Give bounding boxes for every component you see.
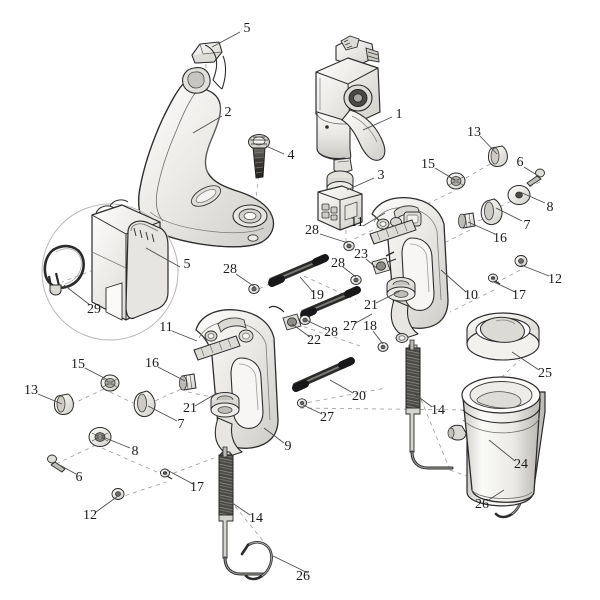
part-13-sleeve-2: [54, 393, 74, 415]
callout-20[interactable]: 20: [352, 389, 366, 404]
part-3-valve-block: [317, 170, 363, 231]
callout-15-top[interactable]: 15: [421, 157, 435, 172]
part-12-nut-small-2: [111, 488, 125, 500]
callout-16-bottom[interactable]: 16: [145, 356, 159, 371]
callout-1[interactable]: 1: [395, 107, 403, 122]
callout-28-d[interactable]: 28: [324, 325, 338, 340]
callout-7-bottom[interactable]: 7: [177, 417, 185, 432]
callout-23[interactable]: 23: [354, 247, 368, 262]
callout-17-bottom[interactable]: 17: [190, 480, 204, 495]
part-7-bushing-2: [133, 390, 156, 418]
callout-17-top[interactable]: 17: [512, 288, 526, 303]
callout-6-top[interactable]: 6: [516, 155, 524, 170]
callout-29[interactable]: 29: [87, 302, 101, 317]
callout-6-bottom[interactable]: 6: [75, 470, 83, 485]
callout-26-right[interactable]: 26: [475, 497, 489, 512]
callout-26-left[interactable]: 26: [296, 569, 310, 584]
part-22-clip-connector: [268, 305, 302, 331]
callout-13-bottom[interactable]: 13: [24, 383, 38, 398]
part-8-washer-disc: [507, 185, 531, 205]
callout-14-right[interactable]: 14: [431, 403, 445, 418]
part-5-cover-cap-top: [191, 41, 223, 64]
callout-8-top[interactable]: 8: [546, 200, 554, 215]
callout-21-left[interactable]: 21: [183, 401, 197, 416]
part-1-control-head-assembly: [315, 35, 386, 175]
part-4-knurled-screw: [248, 134, 270, 179]
callout-25[interactable]: 25: [538, 366, 552, 381]
callout-12-top[interactable]: 12: [548, 272, 562, 287]
part-15-grommet-2: [100, 374, 120, 392]
hardware-bottom-left: [47, 373, 197, 500]
callout-12-bottom[interactable]: 12: [83, 508, 97, 523]
callout-27-b[interactable]: 27: [320, 410, 334, 425]
part-7-bushing: [480, 198, 503, 226]
part-19-pin-shaft: [268, 254, 329, 287]
part-10-housing-right: [369, 196, 449, 343]
part-26-retainer-clip-left: [240, 540, 273, 581]
callout-3[interactable]: 3: [377, 168, 385, 183]
part-25-collar-ring: [466, 312, 540, 361]
callout-8-bottom[interactable]: 8: [131, 444, 139, 459]
callout-11-top[interactable]: 11: [350, 215, 364, 230]
callout-5-detail[interactable]: 5: [183, 257, 191, 272]
callout-4[interactable]: 4: [287, 148, 295, 163]
part-18-pin-shaft: [300, 286, 361, 319]
part-5-cover-cap-detail: [91, 199, 169, 321]
part-29-strap-cable: [43, 244, 85, 296]
part-28-washer-group: [248, 240, 389, 408]
callout-18[interactable]: 18: [363, 319, 377, 334]
part-13-sleeve: [488, 145, 508, 167]
part-14-coil-spring-rod-left: [218, 446, 266, 576]
callout-9[interactable]: 9: [284, 439, 292, 454]
callout-11-left[interactable]: 11: [159, 320, 173, 335]
callout-24[interactable]: 24: [514, 457, 528, 472]
part-20-pin-shaft: [292, 357, 355, 392]
part-6-pin: [526, 168, 545, 187]
part-14-coil-spring-rod-right: [405, 339, 454, 470]
callout-28-a[interactable]: 28: [305, 223, 319, 238]
callout-5-top[interactable]: 5: [243, 21, 251, 36]
part-17-small-screw: [487, 273, 501, 285]
part-16-spacer: [457, 212, 476, 229]
callout-19[interactable]: 19: [310, 288, 324, 303]
hardware-top-right: [446, 145, 545, 285]
part-16-spacer-2: [178, 373, 197, 391]
part-6-pin-2: [47, 454, 66, 473]
part-9-housing-left: [193, 309, 279, 461]
part-17-small-screw-2: [159, 468, 173, 480]
part-12-nut-small: [514, 255, 528, 267]
callout-21-right[interactable]: 21: [364, 298, 378, 313]
callout-15-bottom[interactable]: 15: [71, 357, 85, 372]
part-15-grommet: [446, 172, 466, 190]
callout-28-c[interactable]: 28: [331, 256, 345, 271]
detail-bubble: [41, 199, 179, 341]
callout-27-a[interactable]: 27: [343, 319, 357, 334]
callout-28-b[interactable]: 28: [223, 262, 237, 277]
callout-22[interactable]: 22: [307, 333, 321, 348]
callout-2[interactable]: 2: [224, 105, 232, 120]
part-23-clip-connector: [371, 251, 397, 275]
part-24-cylinder-canister: [447, 376, 546, 507]
callout-10[interactable]: 10: [464, 288, 478, 303]
spring-rod-assemblies: [218, 339, 523, 581]
pin-shafts: [248, 240, 397, 408]
callout-14-left[interactable]: 14: [249, 511, 263, 526]
assembly-axis-lines: [55, 48, 541, 553]
callout-7-top[interactable]: 7: [523, 218, 531, 233]
part-2-bracket-arm: [138, 44, 275, 248]
callout-13-top[interactable]: 13: [467, 125, 481, 140]
callout-16-top[interactable]: 16: [493, 231, 507, 246]
part-8-washer-disc-2: [88, 427, 112, 447]
callout-leader-lines: [37, 31, 550, 574]
